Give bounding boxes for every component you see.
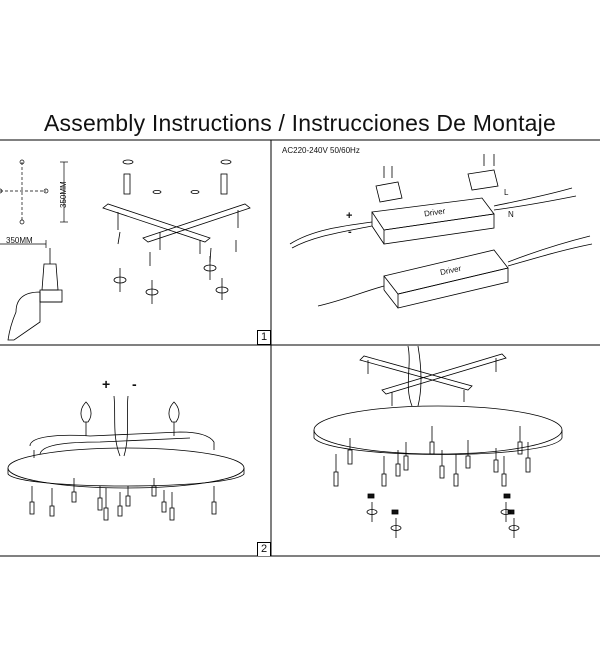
page-title: Assembly Instructions / Instrucciones De… — [44, 110, 556, 136]
final-fixture-diagram — [313, 346, 563, 538]
driver-wiring-diagram — [289, 154, 593, 309]
negative-sign-step2: - — [132, 376, 137, 392]
neutral-label: N — [508, 210, 514, 219]
live-label: L — [504, 188, 509, 197]
panel-step-1: 350MM 350MM 1 — [0, 140, 271, 345]
panel-final-assembly — [272, 346, 600, 556]
positive-sign-step2: + — [102, 376, 111, 392]
ceiling-mount-diagram — [0, 159, 251, 341]
fixture-assembly-diagram — [7, 395, 245, 521]
panel-wiring: AC220-240V 50/60Hz — [272, 140, 600, 345]
dimension-vertical-label: 350MM — [59, 181, 68, 208]
negative-sign: - — [348, 226, 352, 238]
positive-sign: + — [346, 210, 353, 222]
voltage-label: AC220-240V 50/60Hz — [282, 146, 360, 155]
step-number-1: 1 — [257, 330, 271, 345]
step-number-2: 2 — [257, 542, 271, 556]
dimension-horizontal-label: 350MM — [6, 236, 33, 245]
panel-step-2: + - 2 — [0, 346, 271, 556]
